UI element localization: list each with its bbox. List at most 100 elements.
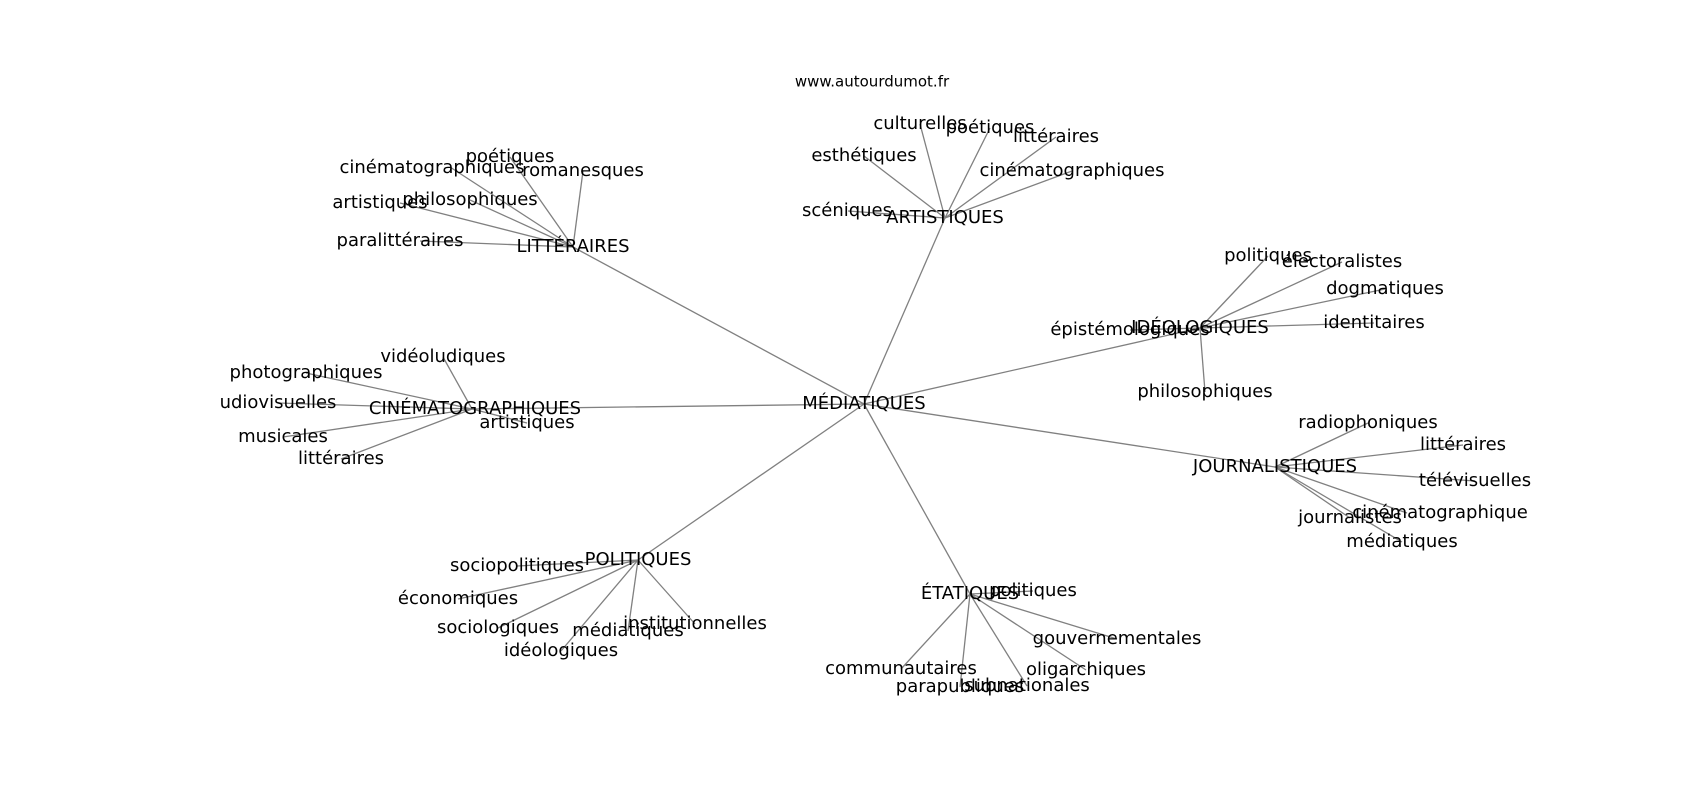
hub-node-politiques: POLITIQUES: [585, 549, 692, 570]
leaf-node: épistémologiques: [1050, 319, 1209, 340]
leaf-node: sociologiques: [437, 617, 559, 638]
leaf-node: paralittéraires: [337, 230, 464, 251]
edges: [277, 123, 1476, 688]
edge-artistiques-leaf-1: [944, 127, 991, 219]
edge-artistiques-leaf-5: [847, 210, 946, 219]
leaf-node: sociopolitiques: [450, 555, 584, 576]
edge-cinematographiques-leaf-1: [305, 372, 473, 410]
edge-root-journalistiques: [863, 403, 1276, 468]
leaf-node: oligarchiques: [1026, 659, 1146, 680]
edge-root-cinematographiques: [471, 403, 865, 410]
edge-etatiques-leaf-4: [959, 593, 971, 688]
leaf-node: artistiques: [332, 192, 427, 213]
edge-politiques-leaf-3: [627, 559, 639, 632]
leaf-node: littéraires: [1013, 126, 1099, 147]
edge-litteraires-leaf-3: [399, 202, 574, 248]
edge-cinematographiques-leaf-0: [442, 356, 473, 410]
edge-politiques-leaf-4: [637, 559, 696, 625]
leaf-node: politiques: [989, 580, 1077, 601]
leaf-node: artistiques: [479, 412, 574, 433]
leaf-node: vidéoludiques: [380, 346, 505, 367]
edge-litteraires-leaf-5: [419, 240, 574, 248]
edge-etatiques-leaf-0: [969, 590, 1034, 595]
leaf-node: gouvernementales: [1033, 628, 1202, 649]
leaf-node: culturelles: [873, 113, 966, 134]
leaf-node: littéraires: [1420, 434, 1506, 455]
leaf-node: esthétiques: [811, 145, 916, 166]
edge-artistiques-leaf-2: [944, 136, 1057, 219]
edge-artistiques-leaf-3: [863, 155, 946, 219]
leaf-node: udiovisuelles: [220, 392, 337, 413]
hub-node-litteraires: LITTÉRAIRES: [516, 235, 629, 257]
leaf-node: scéniques: [802, 200, 892, 221]
hub-node-journalistiques: JOURNALISTIQUES: [1192, 456, 1357, 477]
leaf-node: télévisuelles: [1419, 470, 1531, 491]
leaf-node: idéologiques: [504, 640, 618, 661]
leaf-node: musicales: [238, 426, 328, 447]
leaf-node: économiques: [398, 588, 518, 609]
hub-node-artistiques: ARTISTIQUES: [886, 207, 1004, 228]
edge-journalistiques-leaf-5: [1274, 466, 1403, 543]
labels: www.autourdumot.fr LITTÉRAIRESpoétiquesc…: [220, 73, 1532, 698]
edge-journalistiques-leaf-0: [1274, 422, 1369, 468]
leaf-node: parapubliques: [896, 676, 1024, 697]
edge-politiques-leaf-2: [497, 559, 639, 629]
edge-cinematographiques-leaf-3: [471, 408, 528, 424]
edge-cinematographiques-leaf-5: [340, 408, 473, 460]
leaf-node: dogmatiques: [1326, 278, 1444, 299]
edge-litteraires-leaf-0: [509, 156, 574, 248]
leaf-node: politiques: [1224, 245, 1312, 266]
leaf-node: photographiques: [230, 362, 383, 383]
leaf-node: romanesques: [522, 160, 644, 181]
edge-politiques-leaf-0: [516, 559, 639, 567]
edge-root-politiques: [637, 403, 865, 561]
edge-journalistiques-leaf-1: [1274, 444, 1464, 468]
edge-ideologiques-leaf-4: [1199, 322, 1375, 329]
hub-node-ideologiques: IDÉOLOGIQUES: [1131, 316, 1269, 338]
edge-root-artistiques: [863, 217, 946, 405]
leaf-node: institutionnelles: [623, 613, 767, 634]
edge-artistiques-leaf-0: [919, 123, 946, 219]
leaf-node: médiatiques: [572, 620, 683, 641]
leaf-node: philosophiques: [1137, 381, 1272, 402]
leaf-node: cinématographique: [1352, 502, 1528, 523]
edge-journalistiques-leaf-2: [1274, 466, 1476, 482]
leaf-node: journalistes: [1297, 507, 1402, 528]
edge-politiques-leaf-1: [457, 559, 639, 600]
hub-node-cinematographiques: CINÉMATOGRAPHIQUES: [369, 397, 581, 419]
edge-politiques-leaf-5: [560, 559, 639, 652]
edge-cinematographiques-leaf-4: [282, 408, 473, 438]
leaf-node: subnationales: [964, 675, 1090, 696]
watermark: www.autourdumot.fr: [795, 73, 950, 91]
edge-etatiques-leaf-3: [969, 593, 1087, 671]
leaf-node: identitaires: [1323, 312, 1425, 333]
leaf-node: communautaires: [825, 658, 977, 679]
edge-journalistiques-leaf-3: [1274, 466, 1408, 514]
edge-etatiques-leaf-2: [900, 593, 971, 670]
edge-root-ideologiques: [863, 327, 1201, 405]
root-node: MÉDIATIQUES: [802, 392, 925, 414]
edge-cinematographiques-leaf-2: [277, 402, 473, 410]
leaf-node: cinématographiques: [340, 157, 525, 178]
edge-journalistiques-leaf-4: [1274, 466, 1351, 519]
leaf-node: cinématographiques: [980, 160, 1165, 181]
edge-litteraires-leaf-2: [572, 170, 584, 248]
leaf-node: philosophiques: [402, 189, 537, 210]
edge-ideologiques-leaf-2: [1199, 288, 1386, 329]
edge-artistiques-leaf-4: [944, 170, 1073, 219]
edge-litteraires-leaf-4: [469, 199, 574, 248]
edge-ideologiques-leaf-5: [1199, 327, 1206, 393]
leaf-node: poétiques: [466, 146, 555, 167]
edge-root-litteraires: [572, 246, 865, 405]
edge-root-etatiques: [863, 403, 971, 595]
leaf-node: radiophoniques: [1298, 412, 1437, 433]
edge-ideologiques-leaf-3: [1129, 327, 1201, 331]
leaf-node: électoralistes: [1282, 251, 1402, 272]
leaf-node: poétiques: [946, 117, 1035, 138]
edge-etatiques-leaf-5: [969, 593, 1028, 687]
edge-ideologiques-leaf-1: [1199, 261, 1343, 329]
edge-etatiques-leaf-1: [969, 593, 1118, 640]
hub-node-etatiques: ÉTATIQUES: [921, 582, 1019, 604]
edge-litteraires-leaf-1: [449, 166, 574, 248]
